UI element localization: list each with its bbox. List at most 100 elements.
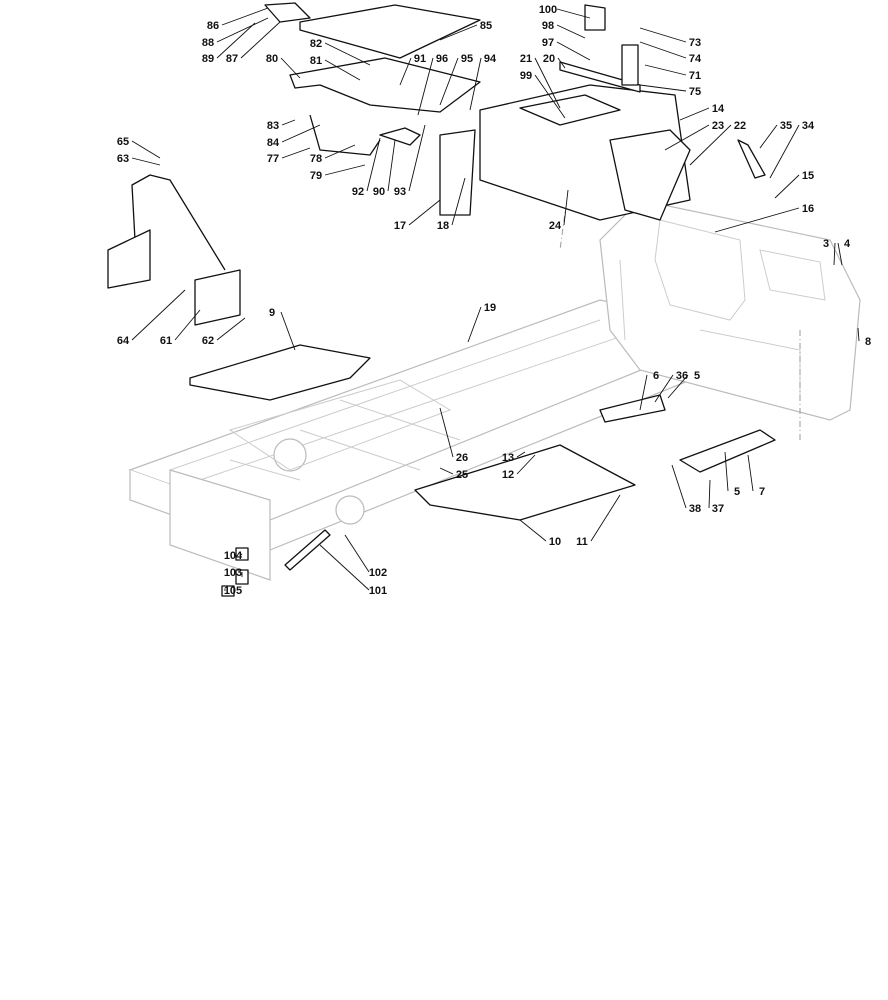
leader-line [469, 57, 482, 111]
part-label-64: 64 [117, 335, 130, 347]
part-label-74: 74 [689, 53, 702, 65]
part-label-19: 19 [484, 302, 496, 314]
part-label-21: 21 [520, 53, 532, 65]
leader-line [639, 374, 648, 411]
leader-line [324, 42, 371, 66]
leader-line [724, 451, 729, 492]
leader-line [387, 139, 396, 192]
part-label-25: 25 [456, 469, 468, 481]
part-label-92: 92 [352, 186, 364, 198]
leader-line [759, 124, 778, 149]
dashboard-housing [439, 4, 766, 221]
leader-line [216, 317, 246, 341]
leader-line [281, 147, 311, 159]
part-label-10: 10 [549, 536, 561, 548]
leader-line [689, 124, 732, 166]
leader-line [639, 41, 687, 59]
leader-line [534, 57, 561, 109]
leader-line [216, 22, 256, 59]
part-label-87: 87 [226, 53, 238, 65]
part-label-84: 84 [267, 137, 280, 149]
part-label-89: 89 [202, 53, 214, 65]
part-label-99: 99 [520, 70, 532, 82]
leader-line [439, 407, 454, 458]
leader-line [451, 177, 466, 226]
part-label-7: 7 [759, 486, 765, 498]
part-label-15: 15 [802, 170, 814, 182]
part-label-94: 94 [484, 53, 497, 65]
leader-line [324, 144, 356, 159]
part-label-13: 13 [502, 452, 514, 464]
part-label-34: 34 [802, 120, 815, 132]
leader-line [439, 24, 478, 41]
part-label-97: 97 [542, 37, 554, 49]
rear-panel [599, 199, 861, 421]
leader-line [221, 7, 269, 26]
part-label-37: 37 [712, 503, 724, 515]
lower-parts [189, 344, 776, 597]
part-label-5: 5 [734, 486, 740, 498]
part-label-105: 105 [224, 585, 242, 597]
leader-line [408, 124, 426, 192]
leader-line [774, 174, 800, 199]
seat-plate-parts [264, 2, 481, 156]
leader-line [131, 140, 161, 159]
leader-line [590, 494, 621, 542]
part-label-71: 71 [689, 70, 701, 82]
leader-line [837, 242, 843, 266]
part-label-104: 104 [224, 550, 243, 562]
part-label-12: 12 [502, 469, 514, 481]
leader-line [399, 57, 412, 86]
part-label-20: 20 [543, 53, 555, 65]
part-label-22: 22 [734, 120, 746, 132]
leader-line [644, 64, 687, 76]
leader-line [556, 24, 586, 39]
part-label-83: 83 [267, 120, 279, 132]
leader-line [174, 309, 201, 341]
leader-line [467, 306, 482, 343]
part-label-23: 23 [712, 120, 724, 132]
leader-line [439, 57, 459, 106]
leader-line [664, 124, 710, 151]
leader-line [516, 451, 526, 458]
leader-line [556, 41, 591, 61]
part-label-8: 8 [865, 336, 871, 348]
leader-line [557, 57, 566, 69]
part-label-36: 36 [676, 370, 688, 382]
part-label-16: 16 [802, 203, 814, 215]
part-label-80: 80 [266, 53, 278, 65]
leader-line [534, 74, 566, 119]
leader-line [281, 119, 296, 126]
leader-line [240, 21, 281, 59]
leader-line [216, 17, 269, 43]
part-label-88: 88 [202, 37, 214, 49]
leader-line [344, 534, 370, 573]
part-label-5: 5 [694, 370, 700, 382]
leader-line [281, 124, 321, 143]
leader-line [280, 311, 296, 351]
leader-line [556, 8, 591, 19]
part-label-78: 78 [310, 153, 322, 165]
part-label-79: 79 [310, 170, 322, 182]
part-label-95: 95 [461, 53, 473, 65]
part-label-96: 96 [436, 53, 448, 65]
leader-line [667, 374, 689, 399]
part-label-4: 4 [844, 238, 851, 250]
part-label-3: 3 [823, 238, 829, 250]
part-label-100: 100 [539, 4, 557, 16]
part-label-81: 81 [310, 55, 322, 67]
part-label-63: 63 [117, 153, 129, 165]
part-label-73: 73 [689, 37, 701, 49]
part-label-17: 17 [394, 220, 406, 232]
part-label-93: 93 [394, 186, 406, 198]
leader-line [280, 57, 301, 79]
leader-line [857, 327, 860, 342]
leader-line [417, 57, 434, 116]
leader-line [654, 374, 674, 403]
leader-line [747, 454, 754, 492]
leader-line [131, 157, 161, 166]
leader-line [324, 164, 366, 176]
part-label-11: 11 [576, 536, 588, 548]
